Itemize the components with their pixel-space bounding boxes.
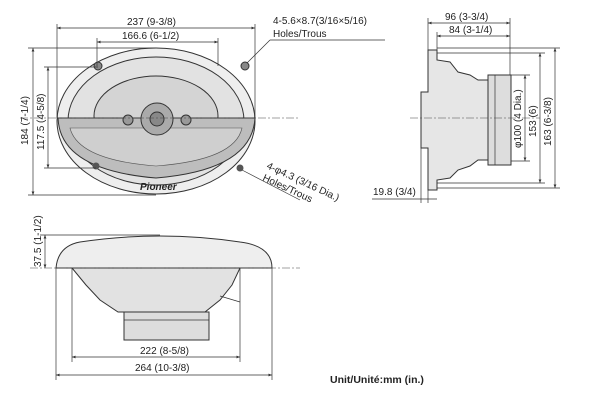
side-view: 96 (3-3/4) 84 (3-1/4) φ100 (4 Dia.) 153 …	[372, 12, 560, 203]
width-overall-label: 237 (9-3/8)	[127, 17, 176, 28]
mount-hole	[92, 162, 100, 170]
mount-hole	[236, 164, 244, 172]
basket-dia-label: 153 (6)	[528, 105, 539, 137]
inner-width-label: 222 (8-5/8)	[140, 346, 189, 357]
magnet-dia-label: φ100 (4 Dia.)	[513, 89, 524, 148]
height-overall-label: 184 (7-1/4)	[20, 96, 31, 145]
mount-hole	[240, 61, 250, 71]
depth-mount-label: 84 (3-1/4)	[449, 25, 492, 36]
mount-hole	[93, 61, 103, 71]
width-holes-label: 166.6 (6-1/2)	[122, 31, 179, 42]
outer-width-label: 264 (10-3/8)	[135, 363, 189, 374]
bottom-view: 37.5 (1-1/2) 222 (8-5/8) 264 (10-3/8)	[30, 215, 300, 380]
height-protrusion-label: 37.5 (1-1/2)	[33, 215, 44, 267]
slot-holes-label: Holes/Trous	[273, 29, 327, 40]
front-view: Pioneer 237 (9-3/8) 166.6 (6-1/2) 184 (7…	[20, 16, 385, 205]
pioneer-logo: Pioneer	[140, 182, 178, 193]
depth-overall-label: 96 (3-3/4)	[445, 12, 488, 23]
frame-height-label: 163 (6-3/8)	[543, 97, 554, 146]
magnet	[487, 74, 512, 166]
height-holes-label: 117.5 (4-5/8)	[36, 93, 47, 150]
front-protrusion-label: 19.8 (3/4)	[373, 187, 416, 198]
unit-label: Unit/Unité:mm (in.)	[330, 374, 424, 386]
slot-holes-spec: 4-5.6×8.7(3/16×5/16)	[273, 16, 367, 27]
